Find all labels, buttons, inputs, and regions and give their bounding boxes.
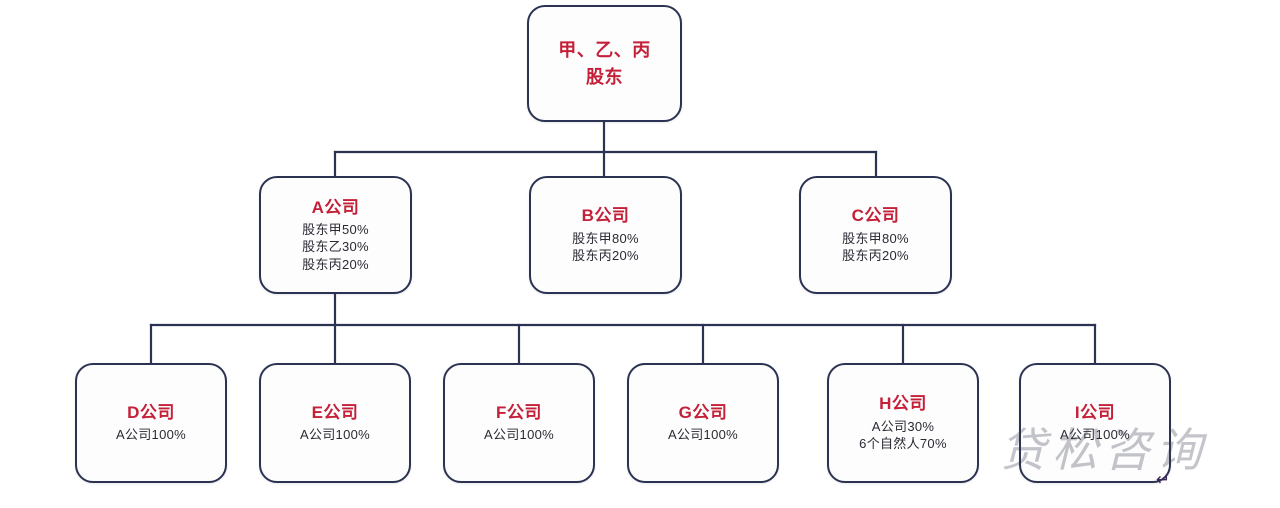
node-title: E公司 [311, 403, 359, 423]
node-detail-list: 股东甲50% 股东乙30% 股东丙20% [302, 221, 369, 274]
node-detail-line: A公司100% [483, 427, 555, 443]
node-detail-line: 股东乙30% [302, 239, 369, 255]
node-detail-line: 股东甲80% [572, 230, 639, 246]
node-detail-line: A公司100% [1059, 427, 1131, 443]
node-subtitle: 股东 [586, 66, 623, 87]
node-company-c[interactable]: C公司 股东甲80% 股东丙20% [799, 176, 952, 294]
watermark-text: 贷松咨询 [1000, 425, 1208, 476]
node-detail-line: A公司100% [299, 427, 371, 443]
node-title: B公司 [581, 206, 630, 226]
node-title: H公司 [879, 394, 927, 414]
node-detail-list: A公司30% 6个自然人70% [859, 418, 947, 453]
node-detail-list: 股东甲80% 股东丙20% [572, 230, 639, 265]
node-detail-line: 股东丙20% [842, 248, 909, 264]
node-detail-line: 股东甲50% [302, 221, 369, 237]
node-company-a[interactable]: A公司 股东甲50% 股东乙30% 股东丙20% [259, 176, 412, 294]
node-title: G公司 [678, 403, 728, 423]
node-detail-list: A公司100% [116, 426, 186, 444]
node-detail-list: A公司100% [1060, 426, 1130, 444]
node-detail-line: 股东丙20% [572, 248, 639, 264]
node-company-e[interactable]: E公司 A公司100% [259, 363, 411, 483]
node-shareholders-root[interactable]: 甲、乙、丙 股东 [527, 5, 682, 122]
node-company-i[interactable]: I公司 A公司100% [1019, 363, 1171, 483]
node-detail-line: 6个自然人70% [859, 436, 947, 452]
node-detail-line: A公司100% [115, 427, 187, 443]
node-detail-line: 股东甲80% [842, 230, 909, 246]
node-detail-list: A公司100% [668, 426, 738, 444]
node-company-d[interactable]: D公司 A公司100% [75, 363, 227, 483]
node-title: F公司 [496, 403, 542, 423]
node-title: 甲、乙、丙 [558, 39, 651, 60]
node-company-h[interactable]: H公司 A公司30% 6个自然人70% [827, 363, 979, 483]
node-detail-line: A公司100% [667, 427, 739, 443]
node-company-g[interactable]: G公司 A公司100% [627, 363, 779, 483]
node-title: A公司 [311, 197, 360, 217]
node-title: C公司 [851, 206, 900, 226]
node-detail-line: 股东丙20% [302, 256, 369, 272]
node-detail-list: 股东甲80% 股东丙20% [842, 230, 909, 265]
node-company-f[interactable]: F公司 A公司100% [443, 363, 595, 483]
node-company-b[interactable]: B公司 股东甲80% 股东丙20% [529, 176, 682, 294]
paragraph-mark-icon: ↵ [1156, 470, 1171, 489]
node-detail-list: A公司100% [484, 426, 554, 444]
node-title: D公司 [127, 403, 175, 423]
node-detail-list: A公司100% [300, 426, 370, 444]
node-detail-line: A公司30% [871, 418, 935, 434]
node-title: I公司 [1074, 403, 1116, 423]
